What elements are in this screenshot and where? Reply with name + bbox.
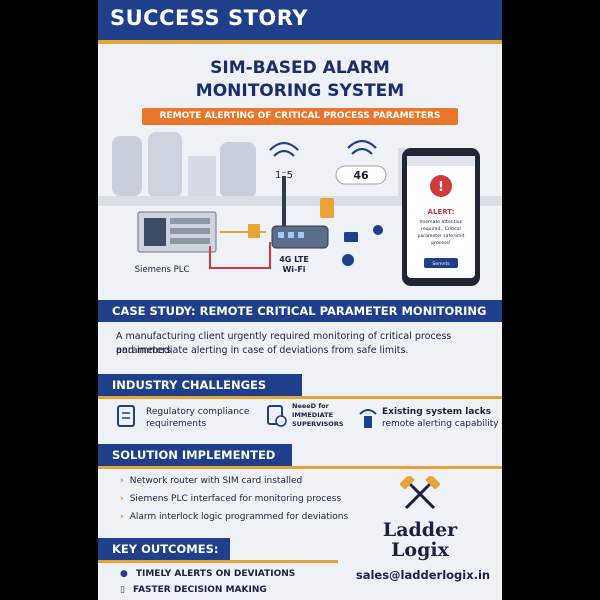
- outcome-item-1: ● TIMELY ALERTS ON DEVIATIONS: [120, 569, 295, 579]
- arrow-right-icon: ›: [120, 512, 124, 522]
- crossed-hammers-logo-icon: [400, 476, 440, 510]
- solution-item-1: › Network router with SIM card installed: [120, 476, 302, 486]
- brand-line1: Ladder: [382, 519, 458, 541]
- outcome-item-2: ▯ FASTER DECISION MAKING: [120, 585, 267, 595]
- challenge-1-line1: Regulatory compliance: [146, 407, 250, 417]
- document-icon: [320, 198, 334, 218]
- solution-item-3-text: Alarm interlock logic programmed for dev…: [129, 512, 349, 522]
- clock-alert-icon: [267, 405, 287, 427]
- case-study-heading: CASE STUDY: REMOTE CRITICAL PARAMETER MO…: [112, 304, 487, 318]
- system-illustration: Siemens PLC 4G LTE Wi-Fi 1⁻5 46: [98, 132, 502, 286]
- challenge-3-line1: Existing system lacks: [382, 407, 492, 417]
- wifi-icon-right: [347, 139, 377, 155]
- phone-alert-text-4: process!: [431, 240, 451, 246]
- challenge-2-line1: NeeeD for: [292, 402, 329, 410]
- poster: SUCCESS STORY SIM-BASED ALARM MONITORING…: [98, 0, 502, 600]
- phone-alert-text-3: parameter safe limit: [418, 233, 465, 239]
- smartphone: !: [402, 148, 480, 286]
- hero-subtitle: REMOTE ALERTING OF CRITICAL PROCESS PARA…: [159, 111, 441, 121]
- challenges-stripe: [98, 396, 502, 399]
- outcomes-bar: KEY OUTCOMES:: [98, 538, 230, 560]
- document-icon: [117, 405, 135, 427]
- case-study-line1: A manufacturing client urgently required…: [116, 331, 452, 356]
- case-study-line2: and immediate alerting in case of deviat…: [116, 345, 409, 356]
- challenges-bar: INDUSTRY CHALLENGES: [98, 374, 302, 396]
- bullet-icon: ●: [120, 569, 128, 579]
- mail-icon: [344, 232, 358, 242]
- solution-stripe: [98, 466, 502, 469]
- cable-red: [209, 242, 271, 269]
- phone-alert-text-1: Imemate attention: [420, 219, 463, 225]
- plc-label: Siemens PLC: [135, 265, 190, 275]
- arrow-right-icon: ›: [120, 494, 124, 504]
- outcome-item-1-text: TIMELY ALERTS ON DEVIATIONS: [135, 569, 296, 579]
- device-icon: ▯: [120, 585, 125, 595]
- signal-right-value: 46: [353, 169, 369, 182]
- solution-item-2: › Siemens PLC interfaced for monitoring p…: [120, 494, 341, 504]
- challenge-2-line3: SUPERVISORS: [292, 420, 344, 428]
- header-bar: SUCCESS STORY: [98, 0, 502, 40]
- brand-line2: Logix: [391, 539, 449, 561]
- phone-call-icon: [373, 225, 383, 235]
- network-icon: [359, 409, 377, 428]
- hero-subtitle-ribbon: REMOTE ALERTING OF CRITICAL PROCESS PARA…: [142, 108, 458, 125]
- contact-email[interactable]: sales@ladderlogix.in: [355, 568, 491, 582]
- phone-alert-text-2: required.. Critical: [421, 226, 461, 232]
- router-device: [271, 176, 329, 249]
- svg-text:!: !: [438, 180, 444, 195]
- outcomes-stripe: [98, 560, 338, 563]
- shield-icon: [342, 254, 354, 266]
- sim-card: [248, 224, 260, 238]
- header-title: SUCCESS STORY: [110, 6, 308, 30]
- header-stripe: [98, 40, 502, 44]
- solution-item-1-text: Network router with SIM card installed: [129, 476, 303, 486]
- hero-title-line1: SIM-BASED ALARM: [210, 58, 390, 78]
- outcome-item-2-text: FASTER DECISION MAKING: [132, 585, 267, 595]
- hero-title-line2: MONITORING SYSTEM: [195, 81, 405, 101]
- signal-right-badge: [335, 165, 387, 185]
- phone-button-label: Semnts: [432, 261, 450, 267]
- wifi-icon-left: [269, 141, 299, 157]
- router-label-line1: 4G LTE: [279, 255, 309, 264]
- plc-device: [137, 211, 217, 253]
- solution-item-3: › Alarm interlock logic programmed for de…: [120, 512, 348, 522]
- arrow-right-icon: ›: [120, 476, 124, 486]
- challenge-2-line2: IMMEDIATE: [292, 411, 334, 419]
- case-study-bar: CASE STUDY: REMOTE CRITICAL PARAMETER MO…: [98, 300, 502, 322]
- challenge-1-line2: requirements: [146, 419, 207, 429]
- solution-bar: SOLUTION IMPLEMENTED: [98, 444, 292, 466]
- challenge-3-line2: remote alerting capability: [382, 419, 499, 429]
- solution-item-2-text: Siemens PLC interfaced for monitoring pr…: [129, 494, 342, 504]
- challenges-heading: INDUSTRY CHALLENGES: [112, 378, 267, 392]
- solution-heading: SOLUTION IMPLEMENTED: [112, 448, 276, 462]
- signal-left-value: 1⁻5: [275, 170, 293, 181]
- phone-alert-title: ALERT:: [428, 208, 455, 216]
- outcomes-heading: KEY OUTCOMES:: [112, 542, 219, 556]
- router-label-line2: Wi-Fi: [282, 265, 305, 274]
